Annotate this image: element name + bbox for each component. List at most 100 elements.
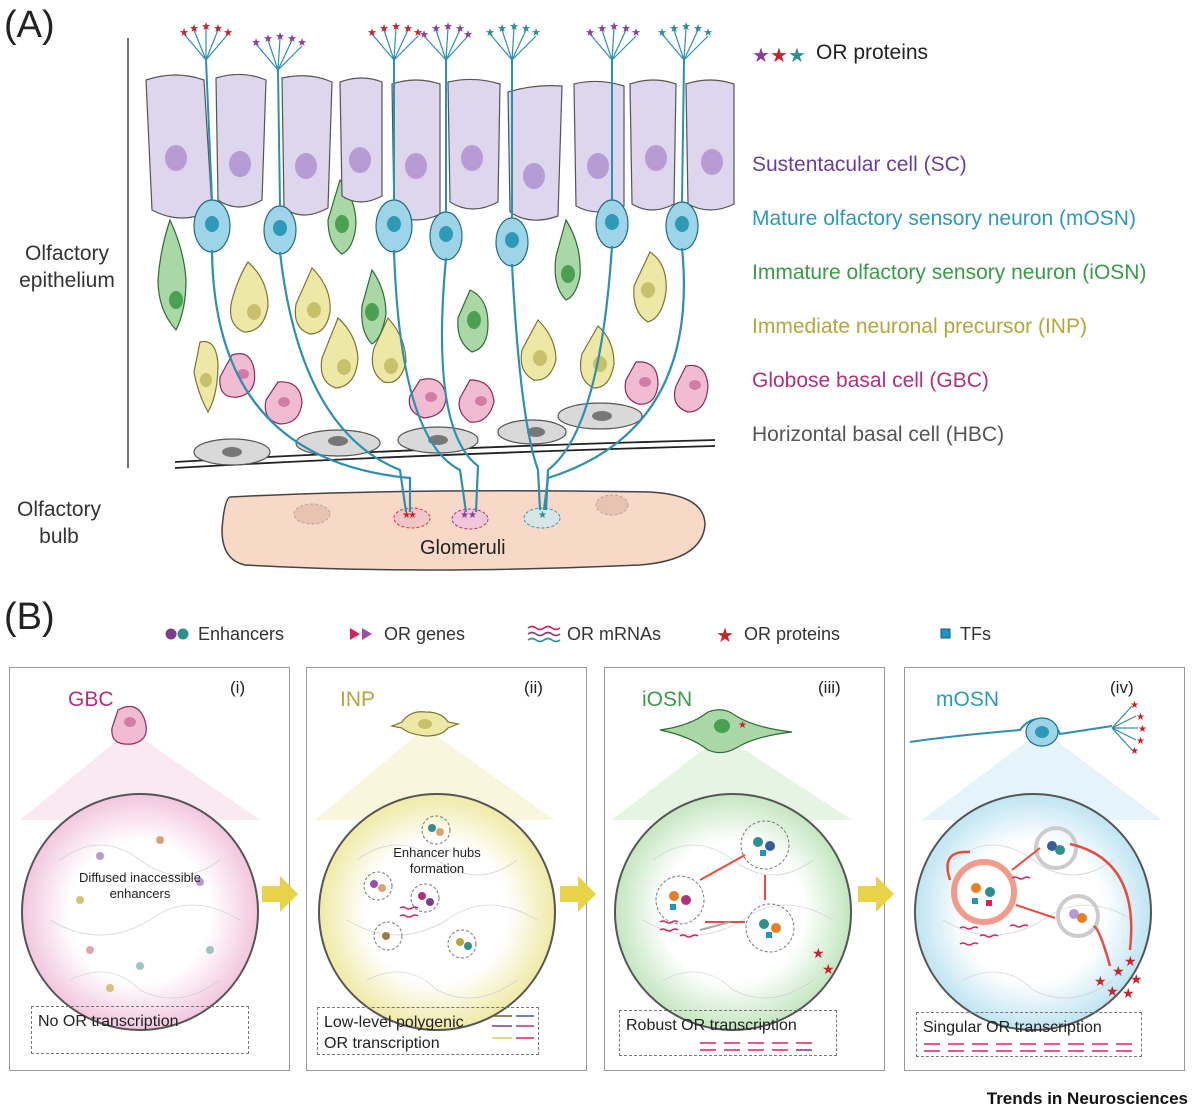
svg-text:★: ★ (1106, 983, 1119, 999)
svg-text:★: ★ (189, 23, 199, 35)
svg-text:★: ★ (1122, 985, 1135, 1001)
svg-text:★: ★ (297, 37, 307, 49)
svg-text:★: ★ (443, 21, 453, 33)
panel-b-legend-icons: ★ (165, 625, 951, 647)
arrow-right-icon (262, 876, 298, 912)
glomerulus (393, 507, 431, 529)
svg-text:★: ★ (497, 23, 507, 35)
legend-or-genes: OR genes (384, 624, 466, 644)
svg-text:★: ★ (431, 23, 441, 35)
cilia-or-proteins: ★★★★★ ★★★★★ ★★★★★ ★★★★★ ★★★★★ ★★★★★ ★★★★… (179, 21, 713, 49)
glomeruli-label: Glomeruli (420, 537, 506, 559)
svg-text:★: ★ (1136, 712, 1145, 723)
svg-text:★: ★ (213, 23, 223, 35)
svg-text:★: ★ (179, 27, 189, 39)
cell-type-legend: Sustentacular cell (SC) Mature olfactory… (752, 152, 1146, 476)
svg-text:★: ★ (201, 21, 211, 33)
mosn-axons (210, 245, 686, 513)
legend-mosn: Mature olfactory sensory neuron (mOSN) (752, 207, 1136, 230)
svg-text:★: ★ (251, 37, 261, 49)
gbc-nucleus (21, 793, 259, 1031)
svg-text:★: ★ (657, 27, 667, 39)
mosn-nuclei (205, 214, 689, 248)
svg-text:★: ★ (621, 23, 631, 35)
inp-inner-text: Enhancer hubs formation (393, 845, 481, 876)
olfactory-bulb-label: Olfactory bulb (16, 498, 102, 548)
hbc-nuclei (222, 411, 612, 457)
or-gene-icon (362, 628, 372, 640)
sc-nuclei (165, 145, 723, 189)
enhancer-icon (165, 628, 177, 640)
svg-text:★: ★ (455, 23, 465, 35)
gbc-inner-text: Diffused inaccessible enhancers (79, 870, 201, 901)
svg-text:★: ★ (413, 27, 423, 39)
svg-text:★: ★ (585, 27, 595, 39)
legend-hbc: Horizontal basal cell (HBC) (752, 423, 1005, 446)
stage-illustrations: ★ ★★★★★ (20, 700, 1162, 1052)
svg-text:★: ★ (531, 27, 541, 39)
svg-text:★: ★ (738, 720, 747, 731)
arrow-right-icon (858, 876, 894, 912)
svg-text:★: ★ (681, 21, 691, 33)
inp-caption-mrnas (492, 1015, 534, 1039)
svg-text:★: ★ (609, 21, 619, 33)
tf-icon (940, 628, 951, 639)
star-icon: ★ (716, 625, 734, 647)
arrow-right-icon (560, 876, 596, 912)
legend-enhancers: Enhancers (198, 624, 285, 644)
mosn-caption: Singular OR transcription (916, 1012, 1142, 1057)
svg-text:★: ★ (521, 23, 531, 35)
svg-text:★: ★ (822, 961, 835, 977)
svg-text:★: ★ (391, 21, 401, 33)
svg-text:★: ★ (485, 27, 495, 39)
mosn-dendrites (205, 59, 685, 218)
stage-title-inp: INP (340, 688, 376, 711)
svg-text:★: ★ (1136, 736, 1145, 747)
svg-text:★: ★ (538, 510, 547, 521)
legend-gbc: Globose basal cell (GBC) (752, 369, 989, 392)
epithelium-illustration: ★★★★★ ★★★★★ ★★★★★ ★★★★★ ★★★★★ ★★★★★ ★★★★… (127, 21, 806, 571)
svg-text:★: ★ (287, 33, 297, 45)
zoom-cone (315, 728, 555, 820)
inp-caption: Low-level polygenic OR transcription (317, 1007, 539, 1055)
svg-text:★: ★ (408, 510, 417, 521)
stage-title-gbc: GBC (68, 688, 114, 711)
svg-text:★: ★ (597, 23, 607, 35)
or-proteins-label: OR proteins (816, 41, 929, 64)
glomerulus (451, 508, 489, 530)
journal-footer: Trends in Neurosciences (986, 1089, 1188, 1108)
stage-num-ii: (ii) (524, 678, 543, 697)
mosn-cell-axon (909, 718, 1113, 743)
panel-a-letter: (A) (4, 4, 55, 46)
panel-b-letter: (B) (4, 596, 55, 638)
svg-text:★: ★ (468, 510, 477, 521)
star-icon: ★ (752, 45, 770, 67)
glomerulus (293, 503, 331, 525)
svg-text:★: ★ (1130, 746, 1139, 757)
zoom-cone (20, 730, 260, 820)
gbc-enhancers (76, 836, 214, 992)
svg-text:★: ★ (402, 510, 411, 521)
svg-text:★: ★ (693, 23, 703, 35)
or-gene-icon (350, 628, 360, 640)
iosn-caption: Robust OR transcription (619, 1010, 837, 1056)
iosn-nuclei (169, 215, 575, 329)
svg-text:★: ★ (1124, 953, 1137, 969)
olfactory-bulb (221, 490, 706, 571)
stage-num-i: (i) (230, 678, 246, 697)
or-proteins-legend-stars: ★ ★ ★ (752, 45, 806, 67)
stage-num-iii: (iii) (818, 678, 841, 697)
svg-text:★: ★ (1130, 971, 1143, 987)
svg-text:★: ★ (1138, 724, 1147, 735)
mosn-caption-mrnas (924, 1043, 1132, 1052)
stage-title-mosn: mOSN (936, 688, 999, 711)
glomerulus (523, 507, 561, 529)
svg-text:★: ★ (379, 23, 389, 35)
cilia (183, 27, 709, 71)
hbc-cells (193, 402, 643, 466)
gbc-nuclei (237, 369, 701, 407)
svg-text:★: ★ (275, 31, 285, 43)
svg-text:★: ★ (1112, 963, 1125, 979)
legend-or-mrnas: OR mRNAs (567, 624, 661, 644)
enhancer-icon (177, 628, 189, 640)
